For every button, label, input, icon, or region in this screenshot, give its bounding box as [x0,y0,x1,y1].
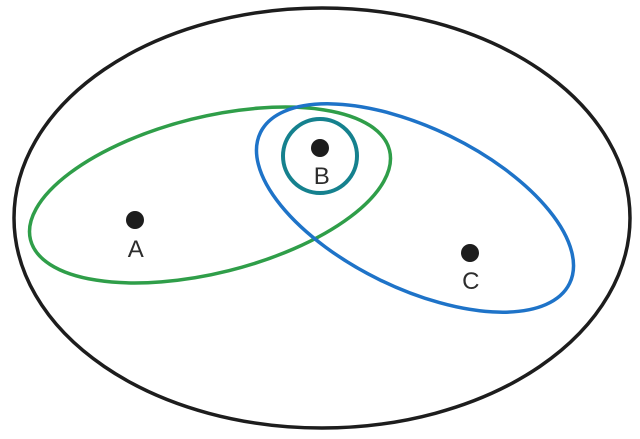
point-b-dot [311,139,329,157]
green-set-ellipse [27,105,393,285]
point-c-label: C [462,268,480,295]
universe-ellipse [12,6,632,430]
teal-set-circle [281,117,359,195]
point-a-dot [126,211,144,229]
point-a-label: A [128,236,145,263]
blue-set-ellipse [254,102,576,314]
point-c-dot [461,244,479,262]
point-b-label: B [314,163,331,190]
